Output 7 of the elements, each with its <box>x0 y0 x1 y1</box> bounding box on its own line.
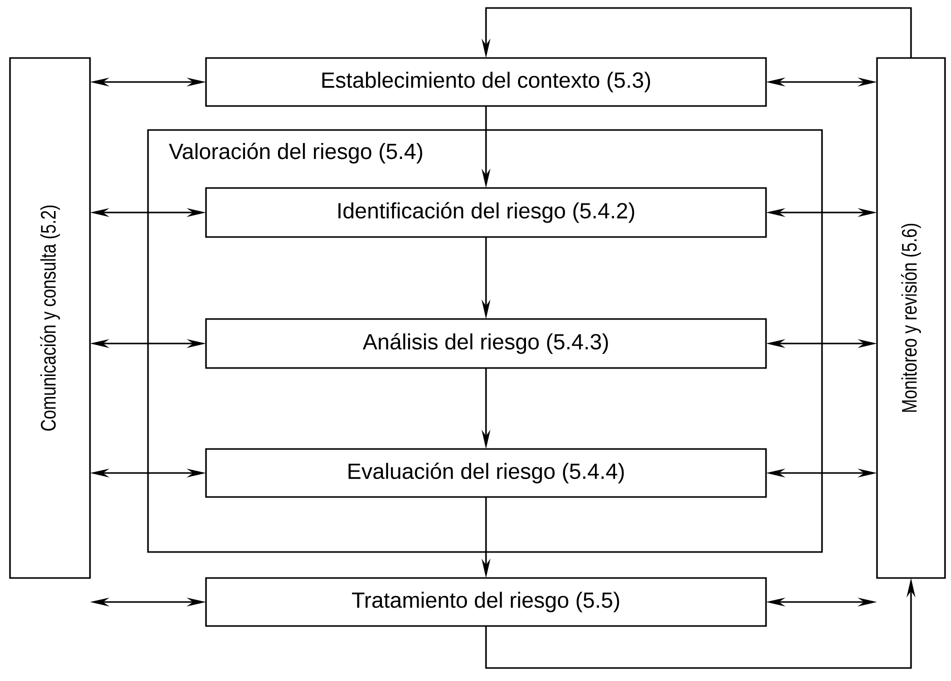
side-bar-box: Monitoreo y revisión (5.6) <box>876 57 946 579</box>
process-box: Evaluación del riesgo (5.4.4) <box>205 448 767 498</box>
process-box: Análisis del riesgo (5.4.3) <box>205 318 767 369</box>
process-box: Establecimiento del contexto (5.3) <box>205 57 767 107</box>
process-box: Tratamiento del riesgo (5.5) <box>205 577 767 627</box>
side-bar-box: Comunicación y consulta (5.2) <box>9 57 91 579</box>
process-box: Identificación del riesgo (5.4.2) <box>205 187 767 238</box>
